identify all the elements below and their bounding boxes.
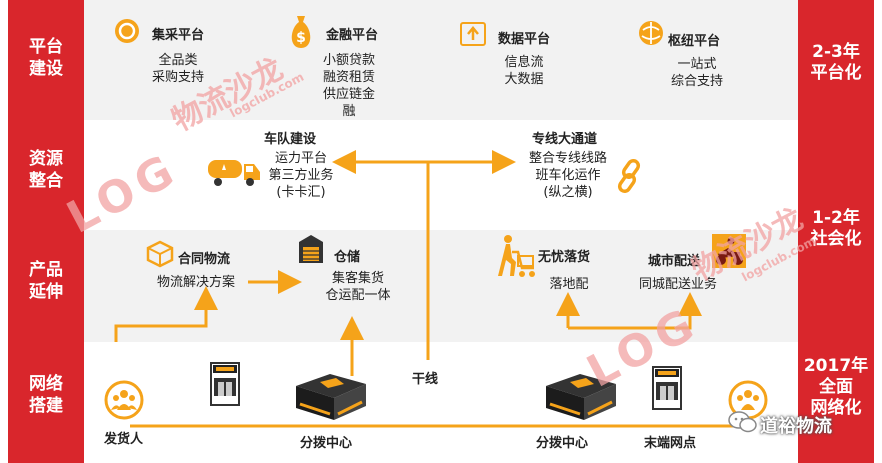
city-delivery-title: 城市配送 bbox=[648, 254, 701, 269]
finance-icon: $ bbox=[288, 14, 314, 54]
wechat-icon bbox=[728, 410, 758, 438]
storage-title: 仓储 bbox=[334, 250, 361, 265]
line-channel-title: 专线大通道 bbox=[532, 132, 598, 147]
wechat-account-name: 道裕物流 bbox=[760, 416, 832, 437]
stage-label-resources: 资源 整合 bbox=[29, 149, 63, 191]
terminal-store-icon-left bbox=[210, 362, 240, 410]
procurement-icon bbox=[114, 18, 140, 48]
finance-desc: 小额贷款 融资租赁 供应链金 融 bbox=[322, 53, 375, 119]
platform-band bbox=[84, 0, 798, 120]
timeline-1-2y: 1-2年 社会化 bbox=[810, 208, 862, 249]
procurement-desc: 全品类 采购支持 bbox=[151, 53, 204, 85]
hub-desc: 一站式 综合支持 bbox=[670, 57, 723, 89]
delivery-scooter-icon bbox=[712, 234, 746, 272]
resource-band bbox=[84, 120, 798, 230]
warehouse-icon bbox=[298, 234, 324, 268]
sorting-center-label-1: 分拨中心 bbox=[300, 436, 353, 451]
contract-logistics-desc: 物流解决方案 bbox=[156, 275, 235, 290]
terminal-store-icon-right bbox=[652, 366, 682, 414]
cube-icon bbox=[146, 240, 174, 272]
left-stage-bar: 平台 建设 资源 整合 产品 延伸 网络 搭建 bbox=[8, 0, 84, 463]
stage-label-platform: 平台 建设 bbox=[29, 37, 63, 79]
right-timeline-bar: 2-3年 平台化 1-2年 社会化 2017年 全面 网络化 bbox=[798, 0, 874, 463]
worry-free-title: 无忧落货 bbox=[538, 250, 591, 265]
line-channel-desc: 整合专线线路 班车化运作 (纵之横) bbox=[528, 151, 607, 200]
terminal-outlet-label: 末端网点 bbox=[644, 436, 697, 451]
shipper-label: 发货人 bbox=[104, 432, 144, 447]
contract-logistics-title: 合同物流 bbox=[178, 252, 231, 267]
procurement-title: 集采平台 bbox=[152, 28, 205, 43]
data-desc: 信息流 大数据 bbox=[504, 55, 544, 87]
worry-free-desc: 落地配 bbox=[549, 277, 589, 292]
sorting-center-label-2: 分拨中心 bbox=[536, 436, 589, 451]
timeline-2017: 2017年 全面 网络化 bbox=[803, 356, 869, 418]
storage-desc: 集客集货 仓运配一体 bbox=[325, 271, 391, 303]
fleet-title: 车队建设 bbox=[264, 132, 317, 147]
cart-worker-icon bbox=[496, 234, 536, 284]
data-icon bbox=[460, 22, 486, 50]
stage-label-network: 网络 搭建 bbox=[29, 374, 63, 416]
city-delivery-desc: 同城配送业务 bbox=[638, 277, 717, 292]
hub-title: 枢纽平台 bbox=[668, 34, 721, 49]
finance-title: 金融平台 bbox=[326, 28, 379, 43]
trunk-line-label: 干线 bbox=[412, 372, 439, 387]
sorting-center-icon-2 bbox=[540, 370, 620, 428]
timeline-2-3y: 2-3年 平台化 bbox=[810, 42, 862, 83]
data-title: 数据平台 bbox=[498, 32, 551, 47]
svg-text:$: $ bbox=[296, 30, 306, 46]
fleet-desc: 运力平台 第三方业务 (卡卡汇) bbox=[268, 151, 334, 200]
sorting-center-icon-1 bbox=[290, 370, 370, 428]
tanker-truck-icon bbox=[206, 154, 262, 192]
chain-link-icon bbox=[614, 158, 646, 198]
shipper-people-icon bbox=[104, 380, 144, 424]
hub-icon bbox=[638, 20, 664, 50]
stage-label-products: 产品 延伸 bbox=[29, 260, 63, 302]
